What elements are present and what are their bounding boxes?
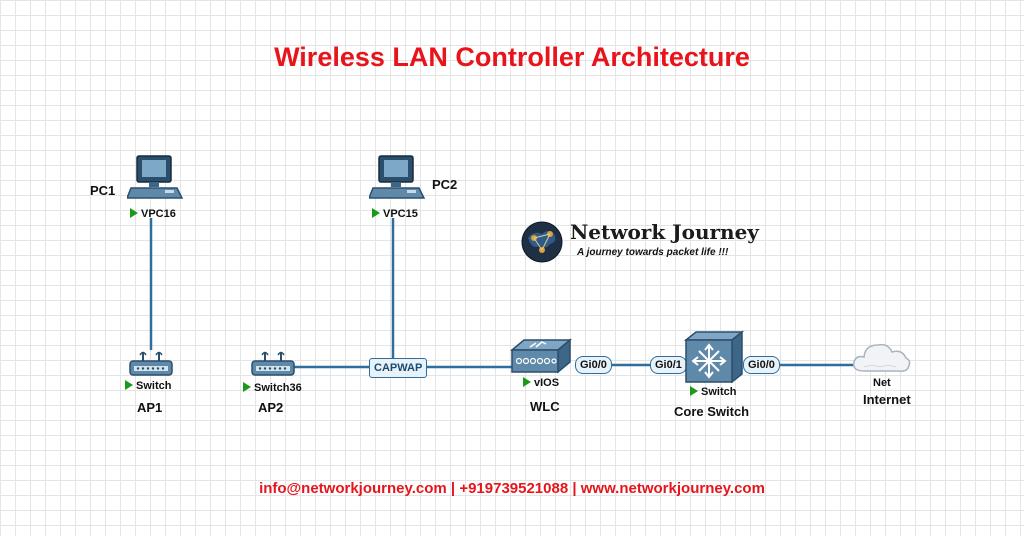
pc2-label: PC2 (432, 177, 458, 192)
contact-email[interactable]: info@networkjourney.com (259, 480, 447, 497)
network-journey-logo-icon (521, 221, 563, 263)
brand-name: Network Journey (570, 220, 759, 244)
ap1-access-point-icon[interactable] (128, 348, 174, 378)
wlc-port-label: Gi0/0 (575, 356, 612, 374)
contact-website[interactable]: www.networkjourney.com (580, 480, 765, 497)
contact-phone[interactable]: +919739521088 (459, 480, 569, 497)
core-node: Switch (690, 386, 736, 398)
ap2-access-point-icon[interactable] (250, 348, 296, 378)
contact-separator: | (446, 480, 460, 497)
pc1-node: VPC16 (130, 208, 176, 220)
internet-label: Internet (863, 392, 911, 407)
wlc-label: WLC (530, 399, 560, 414)
ap1-status-icon (125, 380, 133, 390)
internet-node: Net (873, 377, 891, 389)
wlc-node: vIOS (523, 377, 559, 389)
pc1-status-icon (130, 208, 138, 218)
pc2-computer-icon[interactable] (369, 155, 425, 205)
contact-footer: info@networkjourney.com | +919739521088 … (0, 480, 1024, 497)
ap2-status-icon (243, 382, 251, 392)
core-label: Core Switch (674, 404, 750, 419)
wlc-controller-icon[interactable] (510, 338, 572, 376)
pc2-node: VPC15 (372, 208, 418, 220)
ap2-label: AP2 (258, 400, 284, 415)
contact-separator: | (568, 480, 581, 497)
pc1-label: PC1 (90, 183, 116, 198)
wlc-status-icon (523, 377, 531, 387)
ap1-label: AP1 (137, 400, 163, 415)
core-port-wlc-label: Gi0/1 (650, 356, 687, 374)
internet-cloud-icon[interactable] (850, 337, 914, 377)
ap2-node: Switch36 (243, 382, 302, 394)
core-status-icon (690, 386, 698, 396)
pc1-computer-icon[interactable] (127, 155, 183, 205)
ap1-node: Switch (125, 380, 171, 392)
brand-tagline: A journey towards packet life !!! (577, 247, 729, 258)
diagram-title: Wireless LAN Controller Architecture (274, 42, 750, 72)
core-port-internet-label: Gi0/0 (743, 356, 780, 374)
capwap-tunnel-label: CAPWAP (369, 358, 428, 378)
pc2-status-icon (372, 208, 380, 218)
core-switch-icon[interactable] (684, 330, 744, 386)
